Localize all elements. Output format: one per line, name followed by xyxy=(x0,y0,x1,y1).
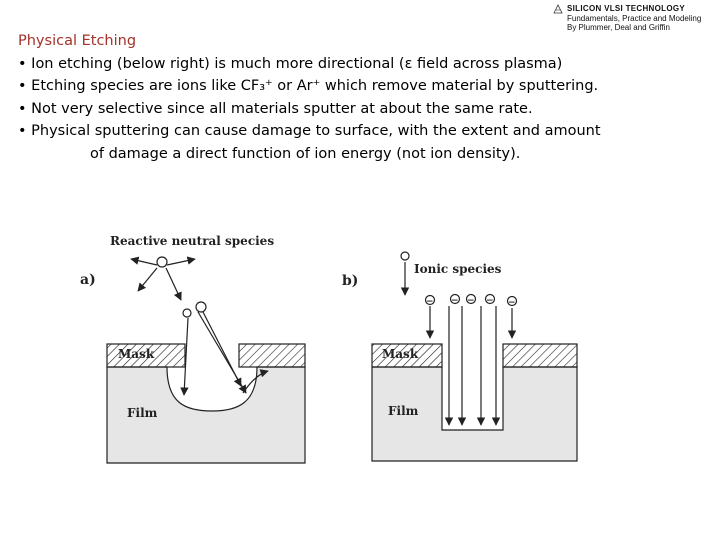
ionic-species-label: Ionic species xyxy=(414,262,502,276)
bullet-damage: • Physical sputtering can cause damage t… xyxy=(18,123,601,139)
slide-title: Physical Etching xyxy=(18,33,137,49)
neutral-molecule-top xyxy=(156,256,168,268)
ion-charge: − xyxy=(508,298,516,308)
book-authors: By Plummer, Deal and Griffin xyxy=(567,23,671,32)
book-emblem-icon xyxy=(553,4,563,14)
panel-b: b) Ionic species Mask Film − − − − − xyxy=(342,251,578,462)
slide-text: Physical Etching • Ion etching (below ri… xyxy=(18,30,708,165)
reactive-neutral-species-label: Reactive neutral species xyxy=(110,234,274,248)
bullet-selectivity: • Not very selective since all materials… xyxy=(18,100,533,117)
panel-a-label: a) xyxy=(80,272,96,288)
film-a-label: Film xyxy=(127,406,158,420)
mask-a-left xyxy=(106,343,186,368)
ion xyxy=(449,293,461,305)
ion-charge: − xyxy=(451,296,459,306)
mask-a-label: Mask xyxy=(118,347,155,361)
ion-charge: − xyxy=(467,296,475,306)
etching-diagram: a) Reactive neutral species Mask Film b)… xyxy=(80,234,578,464)
mask-a-right xyxy=(238,343,306,368)
book-header: SILICON VLSI TECHNOLOGY Fundamentals, Pr… xyxy=(553,4,717,33)
bullet-directional: • Ion etching (below right) is much more… xyxy=(18,55,563,72)
panel-b-label: b) xyxy=(342,273,358,289)
neutral-molecule-middle xyxy=(195,301,207,313)
book-title: SILICON VLSI TECHNOLOGY xyxy=(567,4,686,13)
ion xyxy=(484,293,496,305)
ion-incoming xyxy=(400,251,410,261)
ion xyxy=(506,295,518,307)
bullet-etching-species: • Etching species are ions like CF₃⁺ or … xyxy=(18,78,599,94)
neutral-molecule-reflected xyxy=(182,308,192,318)
panel-a: a) Reactive neutral species Mask Film xyxy=(80,234,306,464)
mask-b-left xyxy=(371,343,443,368)
ion-charge: − xyxy=(486,296,494,306)
ion-charge: − xyxy=(426,297,434,307)
ion-row: − − − − − xyxy=(424,293,518,308)
bullet-damage-continuation: of damage a direct function of ion energ… xyxy=(90,145,521,162)
film-b-label: Film xyxy=(388,404,419,418)
ion xyxy=(424,294,436,306)
mask-b-right xyxy=(502,343,578,368)
ion xyxy=(465,293,477,305)
mask-b-label: Mask xyxy=(382,347,419,361)
book-subtitle: Fundamentals, Practice and Modeling xyxy=(567,13,702,23)
